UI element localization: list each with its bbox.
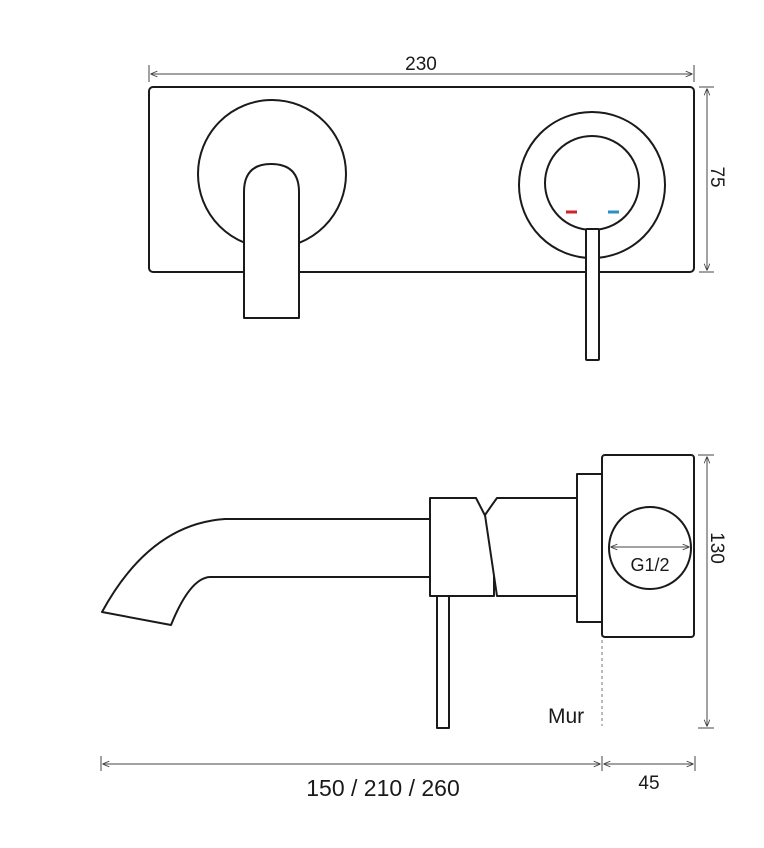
spout-rosette bbox=[197, 99, 347, 319]
inlet-circle bbox=[608, 506, 692, 590]
side-lever bbox=[436, 595, 450, 729]
cartridge-body bbox=[484, 497, 578, 597]
dim-body-height: 130 bbox=[706, 532, 727, 564]
side-view: Mur G1/2 130 150 / 210 / 260 45 bbox=[100, 454, 727, 801]
mixer-knob bbox=[544, 135, 640, 231]
height-dimension: 75 bbox=[699, 86, 727, 273]
front-view: 230 75 bbox=[148, 54, 727, 361]
lever-body bbox=[429, 497, 495, 597]
wall-plate bbox=[148, 86, 695, 273]
body-height-dimension: 130 bbox=[698, 454, 727, 729]
wall-flange bbox=[576, 473, 603, 623]
spout-side bbox=[101, 518, 431, 626]
width-dimension: 230 bbox=[148, 54, 695, 82]
dim-plate-height: 75 bbox=[706, 166, 727, 187]
spout-front bbox=[243, 163, 300, 319]
mixer-lever bbox=[585, 228, 600, 361]
depth-dimensions: 150 / 210 / 260 45 bbox=[100, 756, 696, 801]
thread-label: G1/2 bbox=[630, 555, 669, 575]
dim-body-depth: 45 bbox=[638, 773, 659, 794]
dim-spout-length: 150 / 210 / 260 bbox=[306, 775, 459, 801]
mixer-rosette bbox=[518, 111, 666, 361]
dim-plate-width: 230 bbox=[405, 54, 437, 75]
wall-label: Mur bbox=[548, 705, 584, 728]
concealed-box bbox=[601, 454, 695, 638]
